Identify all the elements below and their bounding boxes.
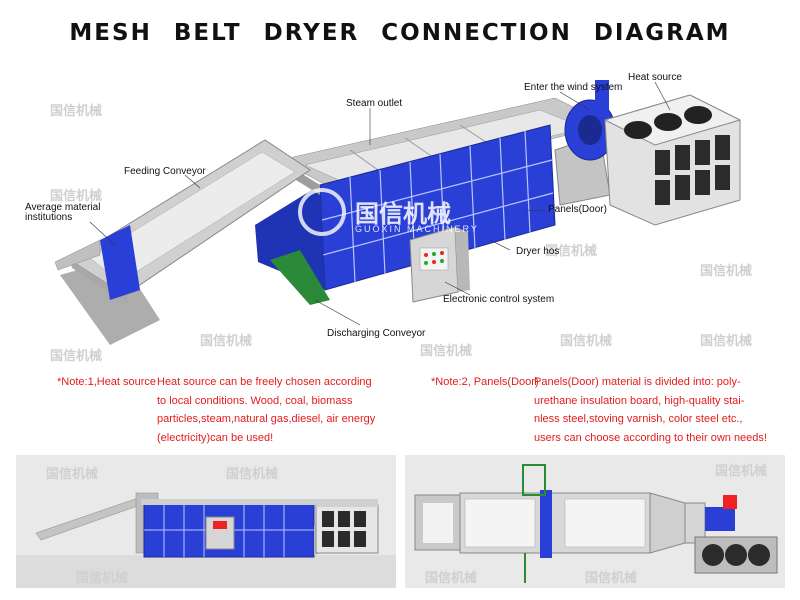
note1-line: to local conditions. Wood, coal, biomass (157, 394, 353, 407)
watermark-tile: 国信机械 (226, 466, 279, 481)
watermark-tile: 国信机械 (425, 570, 478, 585)
top-view-panel: 国信机械 国信机械 国信机械 (405, 455, 785, 588)
side-view-illustration (16, 492, 396, 588)
note2-line: Panels(Door) material is divided into: p… (534, 376, 741, 388)
brand-watermark: 国信机械 (355, 201, 451, 228)
page-title: MESH BELT DRYER CONNECTION DIAGRAM (69, 20, 731, 46)
watermark-tile: 国信机械 (585, 570, 638, 585)
label-panels-door: Panels(Door) (548, 204, 607, 215)
watermark-tile: 国信机械 (420, 343, 473, 358)
label-control-system: Electronic control system (443, 294, 555, 305)
watermark-tile: 国信机械 (50, 103, 103, 118)
note1-label: *Note:1,Heat source (57, 376, 157, 388)
note1-line: Heat source can be freely chosen accordi… (157, 376, 372, 388)
watermark-tile: 国信机械 (46, 466, 99, 481)
label-steam-outlet: Steam outlet (346, 98, 403, 109)
label-heat-source: Heat source (628, 72, 682, 83)
watermark-tile: 国信机械 (700, 263, 753, 278)
watermark-tile: 国信机械 (545, 243, 598, 258)
label-average-material: Average material (25, 202, 101, 213)
note2-text: Panels(Door) material is divided into: p… (534, 373, 774, 447)
brand-watermark-en: GUOXIN MACHINERY (355, 224, 479, 234)
label-institutions: institutions (25, 212, 73, 223)
note1-text: Heat source can be freely chosen accordi… (157, 373, 377, 447)
watermark-tile: 国信机械 (200, 333, 253, 348)
note2-label: *Note:2, Panels(Door) (431, 376, 539, 388)
watermark-tile: 国信机械 (50, 188, 103, 203)
label-discharging-conveyor: Discharging Conveyor (327, 328, 426, 339)
watermark-tile: 国信机械 (700, 333, 753, 348)
watermark-tile: 国信机械 (715, 463, 768, 478)
watermark-tile: 国信机械 (76, 570, 129, 585)
watermark-tile: 国信机械 (560, 333, 613, 348)
note1-line: particles,steam,natural gas,diesel, air … (157, 413, 376, 425)
side-view-panel: 国信机械 国信机械 国信机械 (16, 455, 396, 588)
note2-line: nless steel,stoving varnish, color steel… (534, 413, 743, 425)
label-dryer-hos: Dryer hos (516, 246, 560, 257)
label-feeding-conveyor: Feeding Conveyor (124, 166, 206, 177)
note1-line: (electricity)can be used! (157, 431, 274, 444)
label-wind-system: Enter the wind system (524, 82, 623, 93)
note2-line: urethane insulation board, high-quality … (534, 394, 745, 407)
top-view-illustration (414, 464, 778, 583)
note2-line: users can choose according to their own … (534, 431, 767, 444)
watermark-tile: 国信机械 (50, 348, 103, 363)
